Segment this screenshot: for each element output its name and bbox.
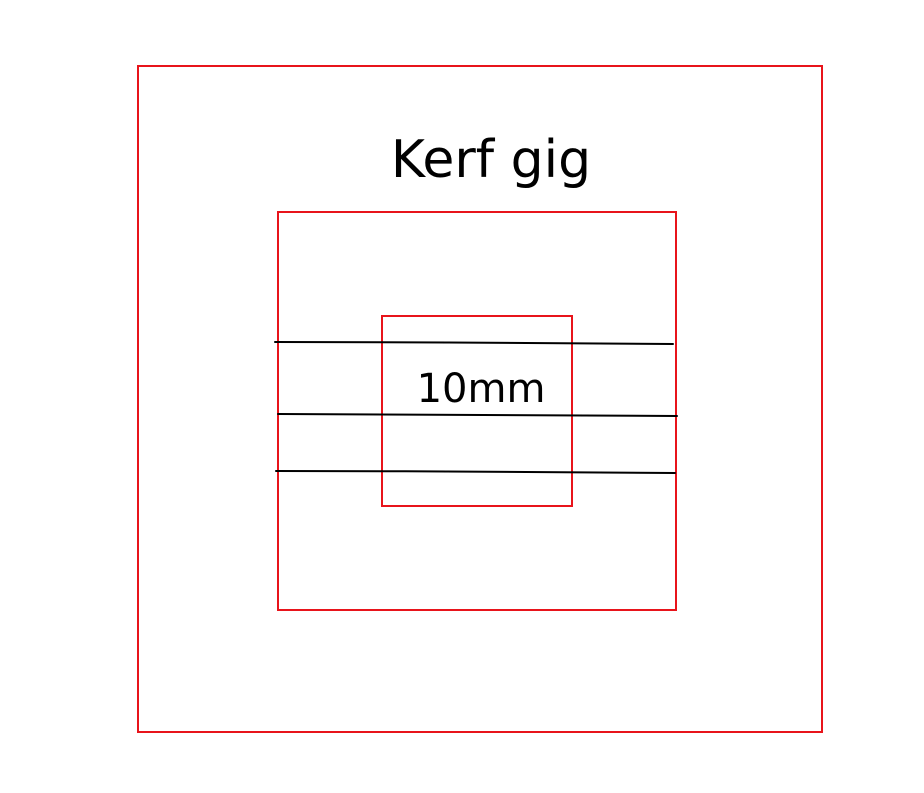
kerf-line-middle: [277, 413, 678, 417]
diagram-title: Kerf gig: [391, 130, 591, 190]
dimension-label: 10mm: [417, 366, 546, 412]
kerf-line-top: [274, 341, 674, 345]
outer-frame: [137, 65, 823, 733]
middle-frame: [277, 211, 677, 611]
inner-square: [381, 315, 573, 507]
kerf-line-bottom: [275, 470, 676, 474]
